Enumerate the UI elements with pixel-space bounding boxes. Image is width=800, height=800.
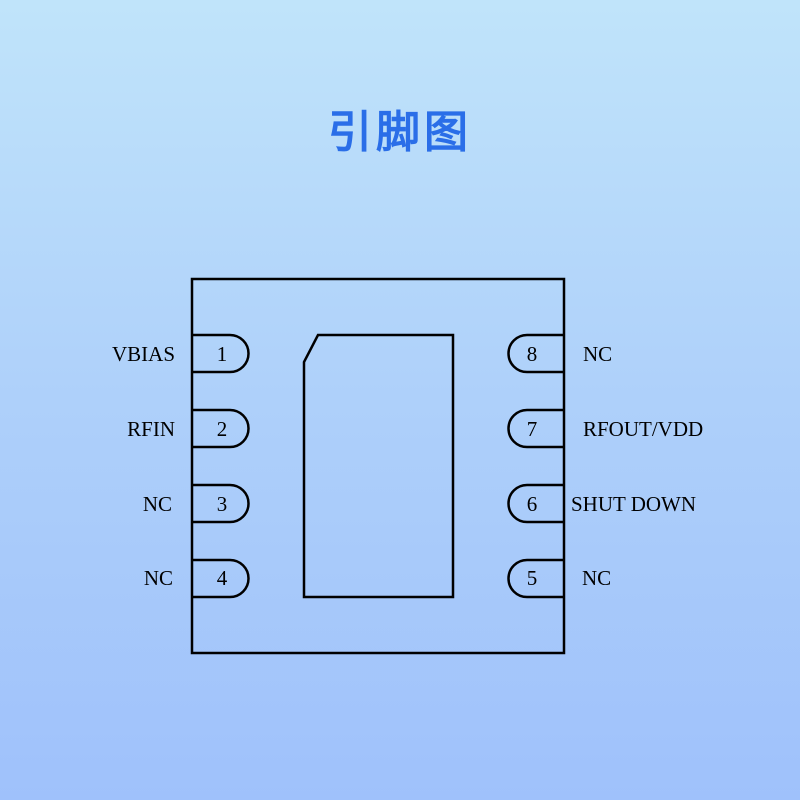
pin-6-label: SHUT DOWN [571, 492, 696, 516]
package-outline [190, 277, 566, 655]
pin-2-label: RFIN [127, 417, 175, 441]
pin-4-number: 4 [217, 566, 228, 590]
pin-7-number: 7 [527, 417, 538, 441]
pin-3-label: NC [143, 492, 172, 516]
pin-1-label: VBIAS [112, 342, 175, 366]
pin-5-pad [507, 558, 564, 599]
pin-7-label: RFOUT/VDD [583, 417, 703, 441]
pin-3-pad [192, 483, 250, 524]
pin-4-pad [192, 558, 250, 599]
pin-8-pad [507, 333, 564, 374]
pin-6-number: 6 [527, 492, 538, 516]
pin-7-pad [507, 408, 564, 449]
pin-8-number: 8 [527, 342, 538, 366]
pin-1-pad [192, 333, 250, 374]
pin-5-label: NC [582, 566, 611, 590]
pin-4-label: NC [144, 566, 173, 590]
pin-5-number: 5 [527, 566, 538, 590]
pin-3-number: 3 [217, 492, 228, 516]
pin-2-pad [192, 408, 250, 449]
exposed-pad [302, 333, 455, 599]
pin-1-number: 1 [217, 342, 228, 366]
pin-6-pad [507, 483, 564, 524]
pin-8-label: NC [583, 342, 612, 366]
pin-2-number: 2 [217, 417, 228, 441]
diagram-title: 引脚图 [328, 107, 472, 158]
